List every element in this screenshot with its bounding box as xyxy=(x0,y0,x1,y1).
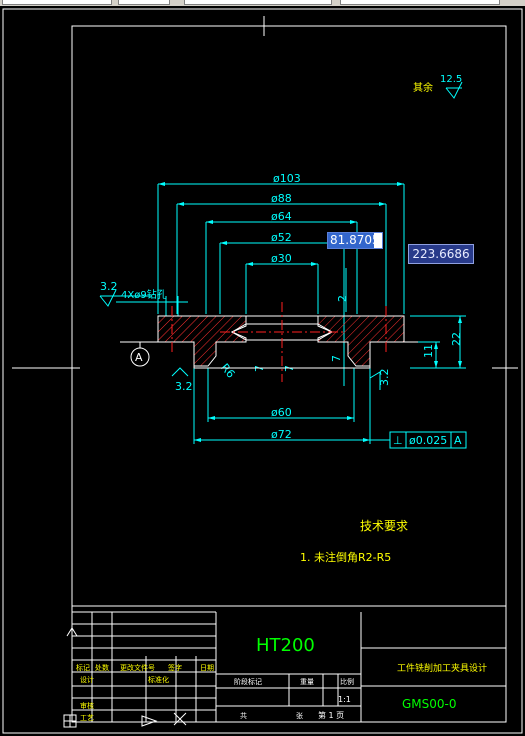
title-drawing-name: 工件铣削加工夹具设计 xyxy=(397,662,487,674)
dim-d88: ø88 xyxy=(271,192,292,205)
centerlines xyxy=(171,302,387,382)
dim-d30: ø30 xyxy=(271,252,292,265)
notes-item-1: 1. 未注倒角R2-R5 xyxy=(300,550,391,564)
label-sheet: 张 xyxy=(296,711,303,720)
roughness-bottom-left-value: 3.2 xyxy=(175,380,193,393)
section-left xyxy=(157,315,247,367)
label-total: 共 xyxy=(240,711,247,720)
header-sign: 签字 xyxy=(168,663,182,672)
title-material: HT200 xyxy=(256,635,315,656)
cad-drawing: 其余 12.5 xyxy=(2,8,523,734)
title-scale-value: 1:1 xyxy=(338,695,351,704)
roughness-left-symbol xyxy=(99,289,117,307)
roughness-right-symbol xyxy=(369,371,381,390)
tolerance-value: ø0.025 xyxy=(409,434,447,447)
header-date: 日期 xyxy=(200,664,214,672)
toolbar-field-4[interactable] xyxy=(340,0,500,5)
toolbar-field-2[interactable] xyxy=(118,0,170,5)
roughness-right-value: 3.2 xyxy=(378,369,391,387)
row-review: 审核 xyxy=(80,701,94,710)
label-weight: 重量 xyxy=(300,678,314,686)
dim-h11: 11 xyxy=(422,344,435,358)
roughness-general-value: 12.5 xyxy=(440,74,462,85)
drawing-canvas[interactable]: 其余 12.5 xyxy=(0,6,525,736)
toolbar-field-3[interactable] xyxy=(184,0,332,5)
label-stage: 阶段标记 xyxy=(234,677,262,686)
roughness-bottom-left-symbol xyxy=(171,367,189,377)
drawing-frame xyxy=(71,25,507,723)
datum-label: A xyxy=(135,351,143,364)
dim-h2: 2 xyxy=(336,295,349,302)
header-count: 处数 xyxy=(95,663,109,672)
label-scale: 比例 xyxy=(340,677,354,686)
dim-h7a: 7 xyxy=(330,355,343,362)
dim-h22: 22 xyxy=(450,332,463,346)
roughness-general-label: 其余 xyxy=(413,81,433,94)
row-process: 工艺 xyxy=(80,714,94,722)
dim-r6: R6 xyxy=(218,361,237,381)
section-right xyxy=(317,315,405,367)
tolerance-symbol: ⊥ xyxy=(393,434,403,447)
dim-d60: ø60 xyxy=(271,406,292,419)
sheet-border xyxy=(2,8,523,734)
title-block-lines xyxy=(72,605,506,722)
center-groove xyxy=(230,323,334,341)
dimension-arrows xyxy=(158,182,462,442)
dimension-lines xyxy=(116,183,466,444)
tolerance-ref: A xyxy=(454,434,462,447)
coordinate-input-1-value[interactable]: 81.8705 xyxy=(328,233,380,248)
roughness-left-value: 3.2 xyxy=(100,280,118,293)
dim-d52: ø52 xyxy=(271,231,292,244)
dim-d103: ø103 xyxy=(273,172,301,185)
dim-holes: 4Xø9钻孔 xyxy=(121,288,167,301)
row-standardize: 标准化 xyxy=(148,675,169,684)
row-design: 设计 xyxy=(80,675,94,684)
notes-title: 技术要求 xyxy=(360,519,408,533)
tolerance-frame xyxy=(389,431,467,449)
coordinate-input-1[interactable]: 81.8705 xyxy=(327,232,383,249)
title-drawing-number: GMS00-0 xyxy=(402,697,457,711)
ucs-icon xyxy=(63,606,187,728)
title-headers: 标记 处数 更改文件号 签字 日期 设计 审核 工艺 标准化 阶段标记 重量 比… xyxy=(76,663,354,722)
toolbar xyxy=(0,0,525,6)
dim-d72: ø72 xyxy=(271,428,292,441)
roughness-general-symbol xyxy=(445,81,463,99)
header-change: 更改文件号 xyxy=(120,663,155,672)
header-mark: 标记 xyxy=(76,663,90,672)
coordinate-input-2[interactable]: 223.6686 xyxy=(408,244,474,264)
toolbar-field-1[interactable] xyxy=(2,0,112,5)
title-sheet: 第 1 页 xyxy=(318,710,344,720)
dim-d64: ø64 xyxy=(271,210,292,223)
